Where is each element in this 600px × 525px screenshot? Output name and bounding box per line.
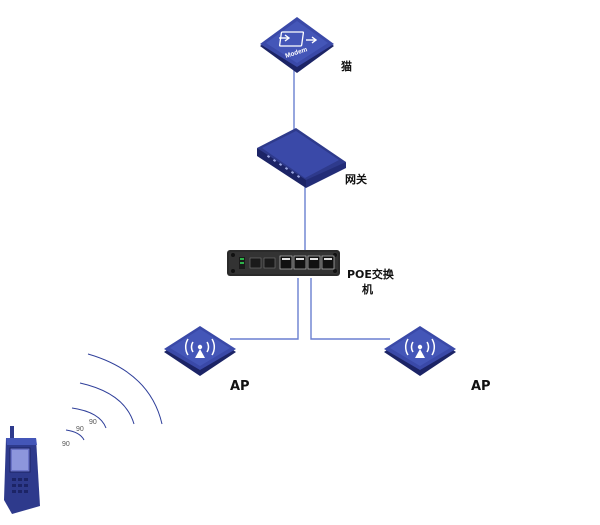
link-switch-ap-right: [310, 278, 390, 340]
poe-switch-label-line1: POE交换: [347, 268, 394, 281]
wifi-signal-label: 90: [76, 426, 84, 433]
switch-icon: [227, 250, 340, 276]
link-switch-ap-left: [230, 278, 299, 340]
ap-right-label: AP: [471, 379, 491, 394]
wifi-signal-arcs: [65, 353, 163, 441]
modem-label: 猫: [341, 60, 352, 73]
gateway-label: 网关: [345, 173, 367, 186]
modem-icon: Modem: [260, 17, 334, 73]
phone-icon: [4, 426, 40, 514]
ap-left-label: AP: [230, 379, 250, 394]
router-icon: [257, 128, 346, 188]
wifi-signal-label: 90: [89, 419, 97, 426]
poe-switch-label-line2: 机: [362, 283, 373, 296]
wifi-signal-label: 90: [62, 441, 70, 448]
wifi-ap-icon-left: [164, 326, 236, 376]
wifi-ap-icon-right: [384, 326, 456, 376]
